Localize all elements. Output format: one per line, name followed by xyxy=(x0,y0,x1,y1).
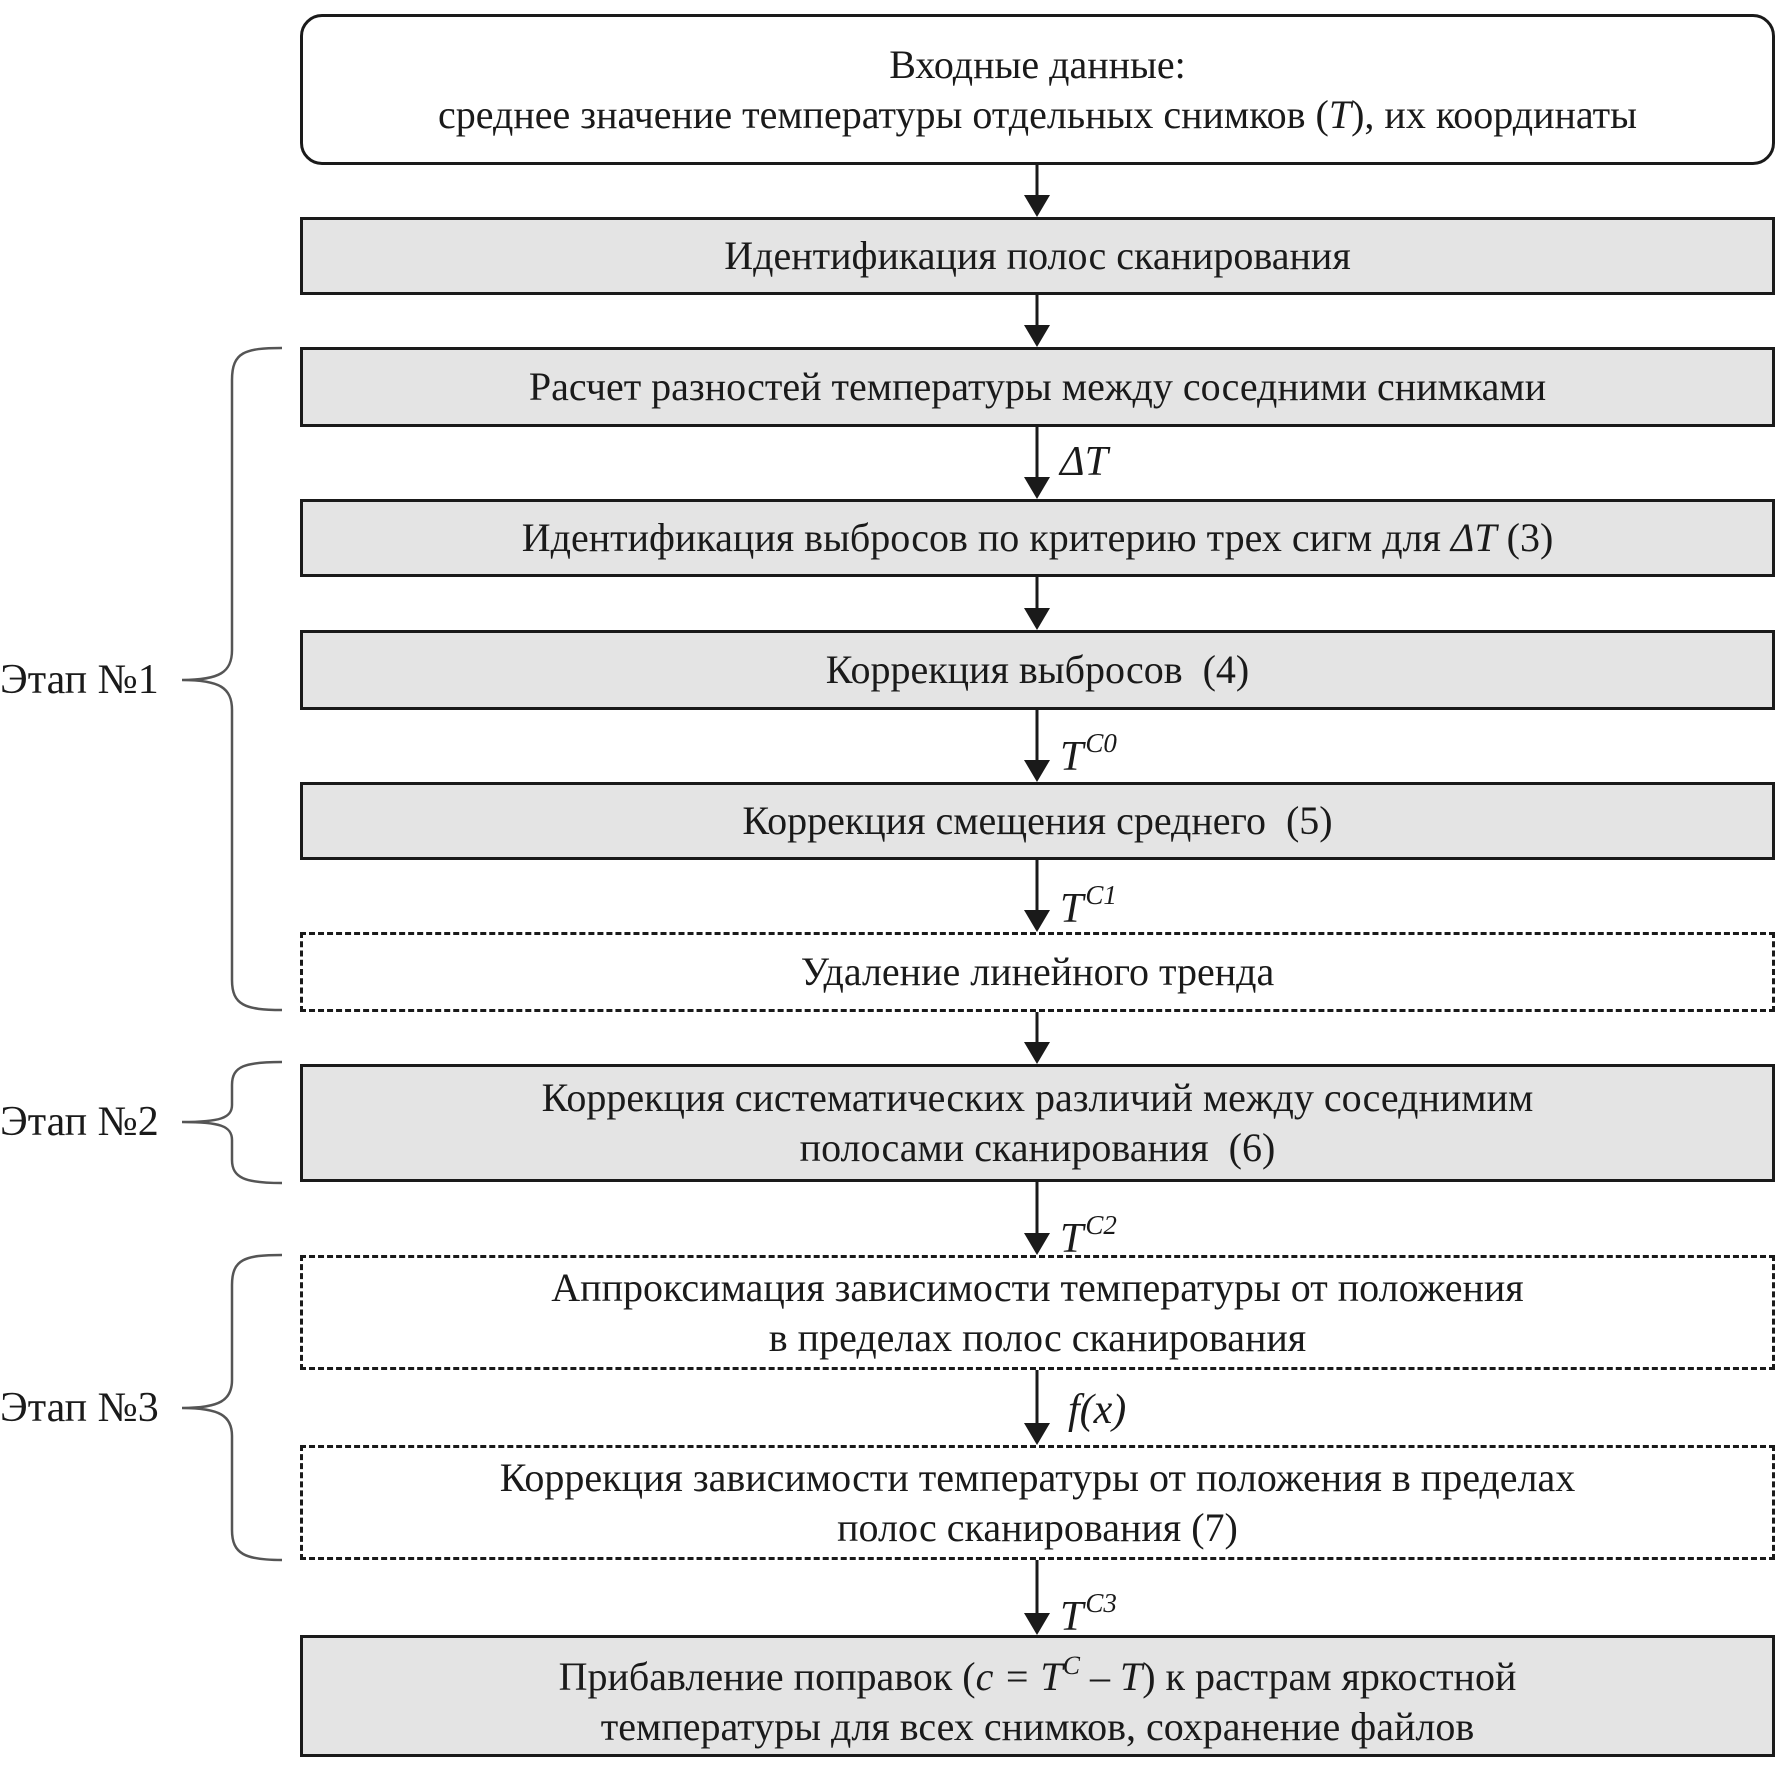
arrowhead-3 xyxy=(1024,477,1050,499)
label-delta-t: ΔT xyxy=(1060,439,1109,485)
step-linear-trend-removal: Удаление линейного тренда xyxy=(300,932,1775,1012)
step-temp-diff-calc: Расчет разностей температуры между сосед… xyxy=(300,347,1775,427)
step-scan-strip-identification: Идентификация полос сканирования xyxy=(300,217,1775,295)
label-fx: f(x) xyxy=(1068,1387,1127,1433)
arrowhead-7 xyxy=(1024,1042,1050,1064)
step-position-approximation: Аппроксимация зависимости температуры от… xyxy=(300,1255,1775,1370)
arrowhead-1 xyxy=(1024,195,1050,217)
arrowhead-4 xyxy=(1024,608,1050,630)
input-data-description: среднее значение температуры отдельных с… xyxy=(438,91,1637,137)
label-tc2: TC2 xyxy=(1060,1210,1117,1262)
stage-1-bracket xyxy=(181,346,283,1012)
arrowhead-6 xyxy=(1024,910,1050,932)
stage-2-bracket xyxy=(181,1060,283,1185)
arrowhead-2 xyxy=(1024,325,1050,347)
final-step-apply-corrections: Прибавление поправок (c = TC – T) к раст… xyxy=(300,1635,1775,1757)
arrowhead-5 xyxy=(1024,760,1050,782)
step-outlier-correction: Коррекция выбросов (4) xyxy=(300,630,1775,710)
input-data-box: Входные данные: среднее значение темпера… xyxy=(300,14,1775,165)
stage-1-label: Этап №1 xyxy=(0,657,159,703)
label-tc3: TC3 xyxy=(1060,1588,1117,1640)
step-systematic-diff-correction: Коррекция систематических различий между… xyxy=(300,1064,1775,1182)
arrowhead-8 xyxy=(1024,1233,1050,1255)
stage-3-label: Этап №3 xyxy=(0,1385,159,1431)
stage-2-label: Этап №2 xyxy=(0,1099,159,1145)
arrowhead-10 xyxy=(1024,1613,1050,1635)
arrowhead-9 xyxy=(1024,1423,1050,1445)
input-data-title: Входные данные: xyxy=(889,41,1186,87)
step-mean-shift-correction: Коррекция смещения среднего (5) xyxy=(300,782,1775,860)
step-outlier-identification: Идентификация выбросов по критерию трех … xyxy=(300,499,1775,577)
step-position-correction: Коррекция зависимости температуры от пол… xyxy=(300,1445,1775,1560)
stage-3-bracket xyxy=(181,1253,283,1562)
label-tc0: TC0 xyxy=(1060,728,1117,780)
label-tc1: TC1 xyxy=(1060,880,1117,932)
